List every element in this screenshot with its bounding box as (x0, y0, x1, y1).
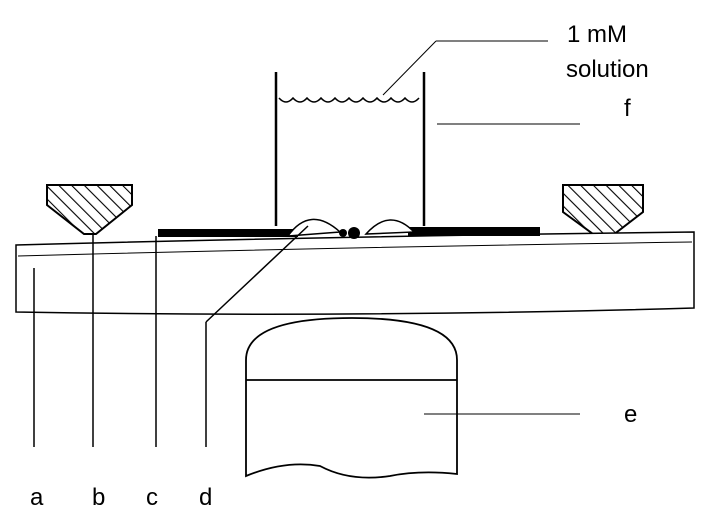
particle-right (364, 219, 416, 235)
solution-meniscus (278, 96, 420, 103)
particle-junction (348, 227, 360, 239)
label-d: d (199, 484, 212, 511)
left-clamp (46, 184, 133, 235)
label-solution-line1: 1 mM (567, 21, 627, 48)
film-strip-left (158, 229, 298, 237)
substrate-top-line (17, 241, 693, 257)
label-e: e (624, 401, 637, 428)
label-c: c (146, 484, 158, 511)
substrate-slide (15, 231, 695, 315)
particle-small (339, 229, 347, 237)
leader-d-diag (205, 225, 309, 323)
label-solution-line2: solution (566, 56, 649, 83)
leader-solution (382, 40, 437, 96)
particle-left (286, 218, 342, 237)
label-f: f (624, 95, 631, 122)
right-clamp (562, 184, 644, 244)
film-strip-right (408, 227, 540, 236)
objective-lens (245, 317, 458, 479)
label-a: a (30, 484, 44, 511)
label-b: b (92, 484, 105, 511)
